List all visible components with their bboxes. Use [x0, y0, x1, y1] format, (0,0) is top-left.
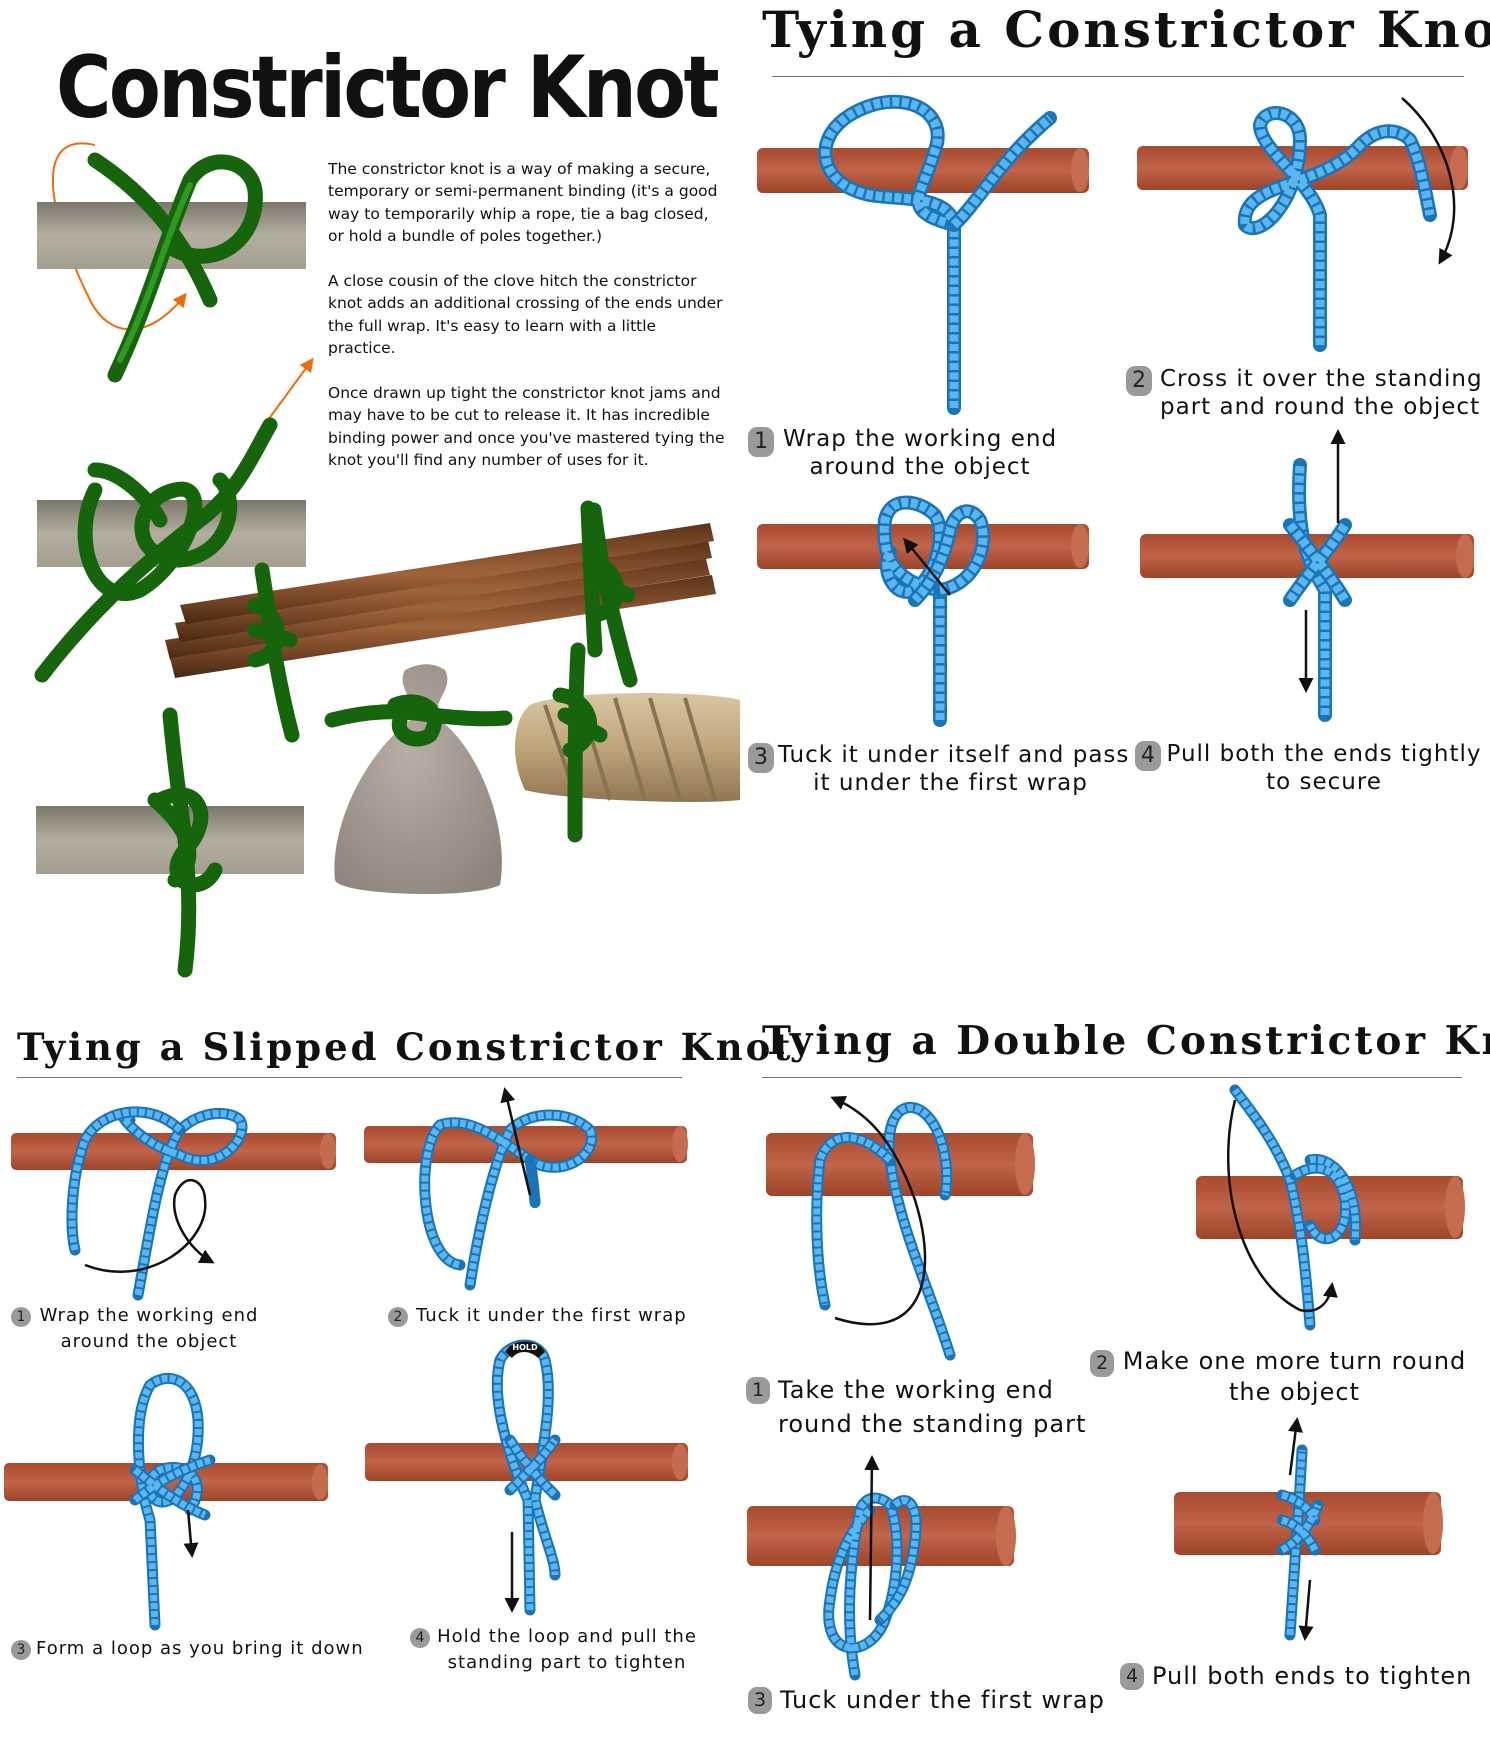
slipped-section-title: Tying a Slipped Constrictor Knot [17, 1025, 794, 1069]
caption-line: around the object [60, 1331, 238, 1352]
basic-step-3-caption: Tuck it under itself and pass it under t… [778, 741, 1130, 797]
intro-text: The constrictor knot is a way of making … [328, 158, 728, 494]
caption-line: Pull both the ends tightly [1166, 741, 1482, 767]
step-badge: 4 [1120, 1663, 1144, 1690]
basic-step-4-illustration [1140, 429, 1474, 722]
step-badge: 1 [748, 427, 774, 457]
caption-line: the object [1229, 1378, 1360, 1406]
step-badge: 1 [11, 1307, 31, 1327]
whipped-rope [514, 500, 740, 843]
caption-line: around the object [809, 454, 1031, 480]
divider [762, 1077, 1462, 1078]
caption-line: standing part to tighten [447, 1652, 687, 1673]
slipped-step-4-illustration: HOLD [365, 1339, 688, 1616]
double-step-1-caption: Take the working end round the standing … [778, 1373, 1087, 1441]
double-step-3-illustration [747, 1455, 1016, 1681]
intro-paragraph: The constrictor knot is a way of making … [328, 160, 718, 246]
intro-paragraph: Once drawn up tight the constrictor knot… [328, 384, 725, 470]
step-badge: 2 [1090, 1350, 1114, 1377]
double-step-1-illustration [766, 1096, 1035, 1361]
slipped-step-2-caption: Tuck it under the first wrap [416, 1303, 687, 1329]
bundle-of-poles [165, 502, 716, 743]
basic-step-2-caption: Cross it over the standing part and roun… [1160, 365, 1483, 421]
slipped-step-3-caption: Form a loop as you bring it down [36, 1636, 364, 1662]
caption-line: it under the first wrap [813, 770, 1088, 796]
hold-label: HOLD [512, 1343, 538, 1352]
basic-step-2-illustration [1137, 97, 1468, 352]
green-knot-step-b [34, 357, 314, 683]
step-badge: 1 [746, 1377, 770, 1404]
basic-step-4-caption: Pull both the ends tightly to secure [1166, 740, 1482, 796]
tied-bag [324, 664, 513, 895]
green-knot-finished [36, 707, 304, 978]
slipped-step-1-illustration [11, 1106, 336, 1301]
intro-paragraph: A close cousin of the clove hitch the co… [328, 272, 723, 358]
caption-line: Tuck it under the first wrap [416, 1305, 687, 1326]
green-knot-step-a [37, 142, 306, 383]
basic-step-1-caption: Wrap the working end around the object [780, 425, 1060, 481]
basic-section-title: Tying a Constrictor Knot [762, 0, 1490, 59]
caption-line: Hold the loop and pull the [437, 1626, 697, 1647]
double-step-4-illustration [1174, 1417, 1443, 1641]
double-step-2-caption: Make one more turn round the object [1122, 1346, 1467, 1408]
double-section-title: Tying a Double Constrictor Knot [762, 1018, 1490, 1064]
caption-line: to secure [1266, 769, 1382, 795]
divider [772, 76, 1464, 77]
double-step-3-caption: Tuck under the first wrap [780, 1683, 1105, 1717]
basic-step-1-illustration [757, 94, 1089, 415]
caption-line: round the standing part [778, 1410, 1087, 1438]
page-title: Constrictor Knot [56, 38, 720, 138]
divider [17, 1077, 682, 1078]
step-badge: 3 [748, 743, 774, 773]
double-step-2-illustration [1196, 1084, 1465, 1331]
slipped-step-1-caption: Wrap the working end around the object [34, 1303, 264, 1355]
slipped-step-4-caption: Hold the loop and pull the standing part… [432, 1624, 702, 1676]
double-step-4-caption: Pull both ends to tighten [1152, 1659, 1482, 1693]
step-badge: 4 [1135, 741, 1161, 771]
caption-line: Take the working end [778, 1376, 1054, 1404]
caption-line: Cross it over the standing [1160, 366, 1483, 392]
step-badge: 2 [1126, 366, 1152, 396]
caption-line: Tuck it under itself and pass [778, 742, 1130, 768]
caption-line: Wrap the working end [782, 426, 1058, 452]
caption-line: Wrap the working end [39, 1305, 259, 1326]
caption-line: Pull both ends to tighten [1152, 1662, 1473, 1690]
step-badge: 4 [410, 1628, 430, 1648]
caption-line: Tuck under the first wrap [780, 1686, 1105, 1714]
caption-line: part and round the object [1160, 394, 1481, 420]
caption-line: Form a loop as you bring it down [36, 1638, 364, 1659]
slipped-step-3-illustration [4, 1372, 328, 1631]
step-badge: 3 [11, 1640, 31, 1660]
slipped-step-2-illustration [364, 1087, 688, 1291]
step-badge: 2 [388, 1307, 408, 1327]
basic-step-3-illustration [757, 495, 1089, 727]
step-badge: 3 [748, 1687, 772, 1714]
caption-line: Make one more turn round [1122, 1347, 1467, 1375]
